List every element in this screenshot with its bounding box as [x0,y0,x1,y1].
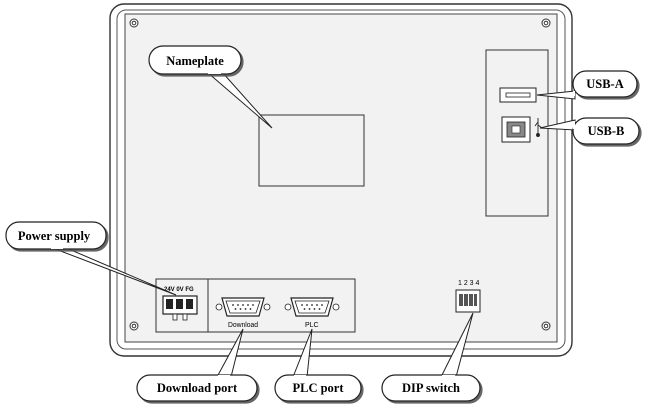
usb-a-port [499,87,537,103]
db9-connector-icon [215,297,271,317]
usb-a-label: USB-A [586,77,624,91]
callout-usb-b: USB-B [539,117,640,145]
callout-dip-switch: DIP switch [381,312,481,402]
dip-switch-label: DIP switch [402,381,460,395]
callout-download-port: Download port [136,328,258,402]
nameplate-label: Nameplate [166,54,224,68]
plc-connector-label: PLC [305,322,319,329]
usb-panel [485,49,549,217]
callout-power-supply: Power supply [5,221,177,296]
plc-port-label: PLC port [292,381,344,395]
dip-switch-icon [455,289,481,313]
nameplate-area [258,114,365,187]
callout-nameplate: Nameplate [148,45,273,129]
usb-symbol-icon [534,118,543,137]
screw-icon [129,321,139,331]
power-supply-label: Power supply [18,229,91,243]
dip-switch-numbers: 1 2 3 4 [458,280,480,287]
callout-plc-port: PLC port [274,328,362,402]
callout-usb-a: USB-A [536,70,638,100]
download-port-label: Download port [157,381,238,395]
db9-connector-icon [284,297,340,317]
terminal-block-icon [162,295,198,321]
screw-icon [541,18,551,28]
power-terminal-label: 24V 0V FG [164,287,194,293]
usb-b-label: USB-B [588,124,625,138]
screw-icon [129,18,139,28]
download-connector-label: Download [228,322,258,329]
screw-icon [541,321,551,331]
